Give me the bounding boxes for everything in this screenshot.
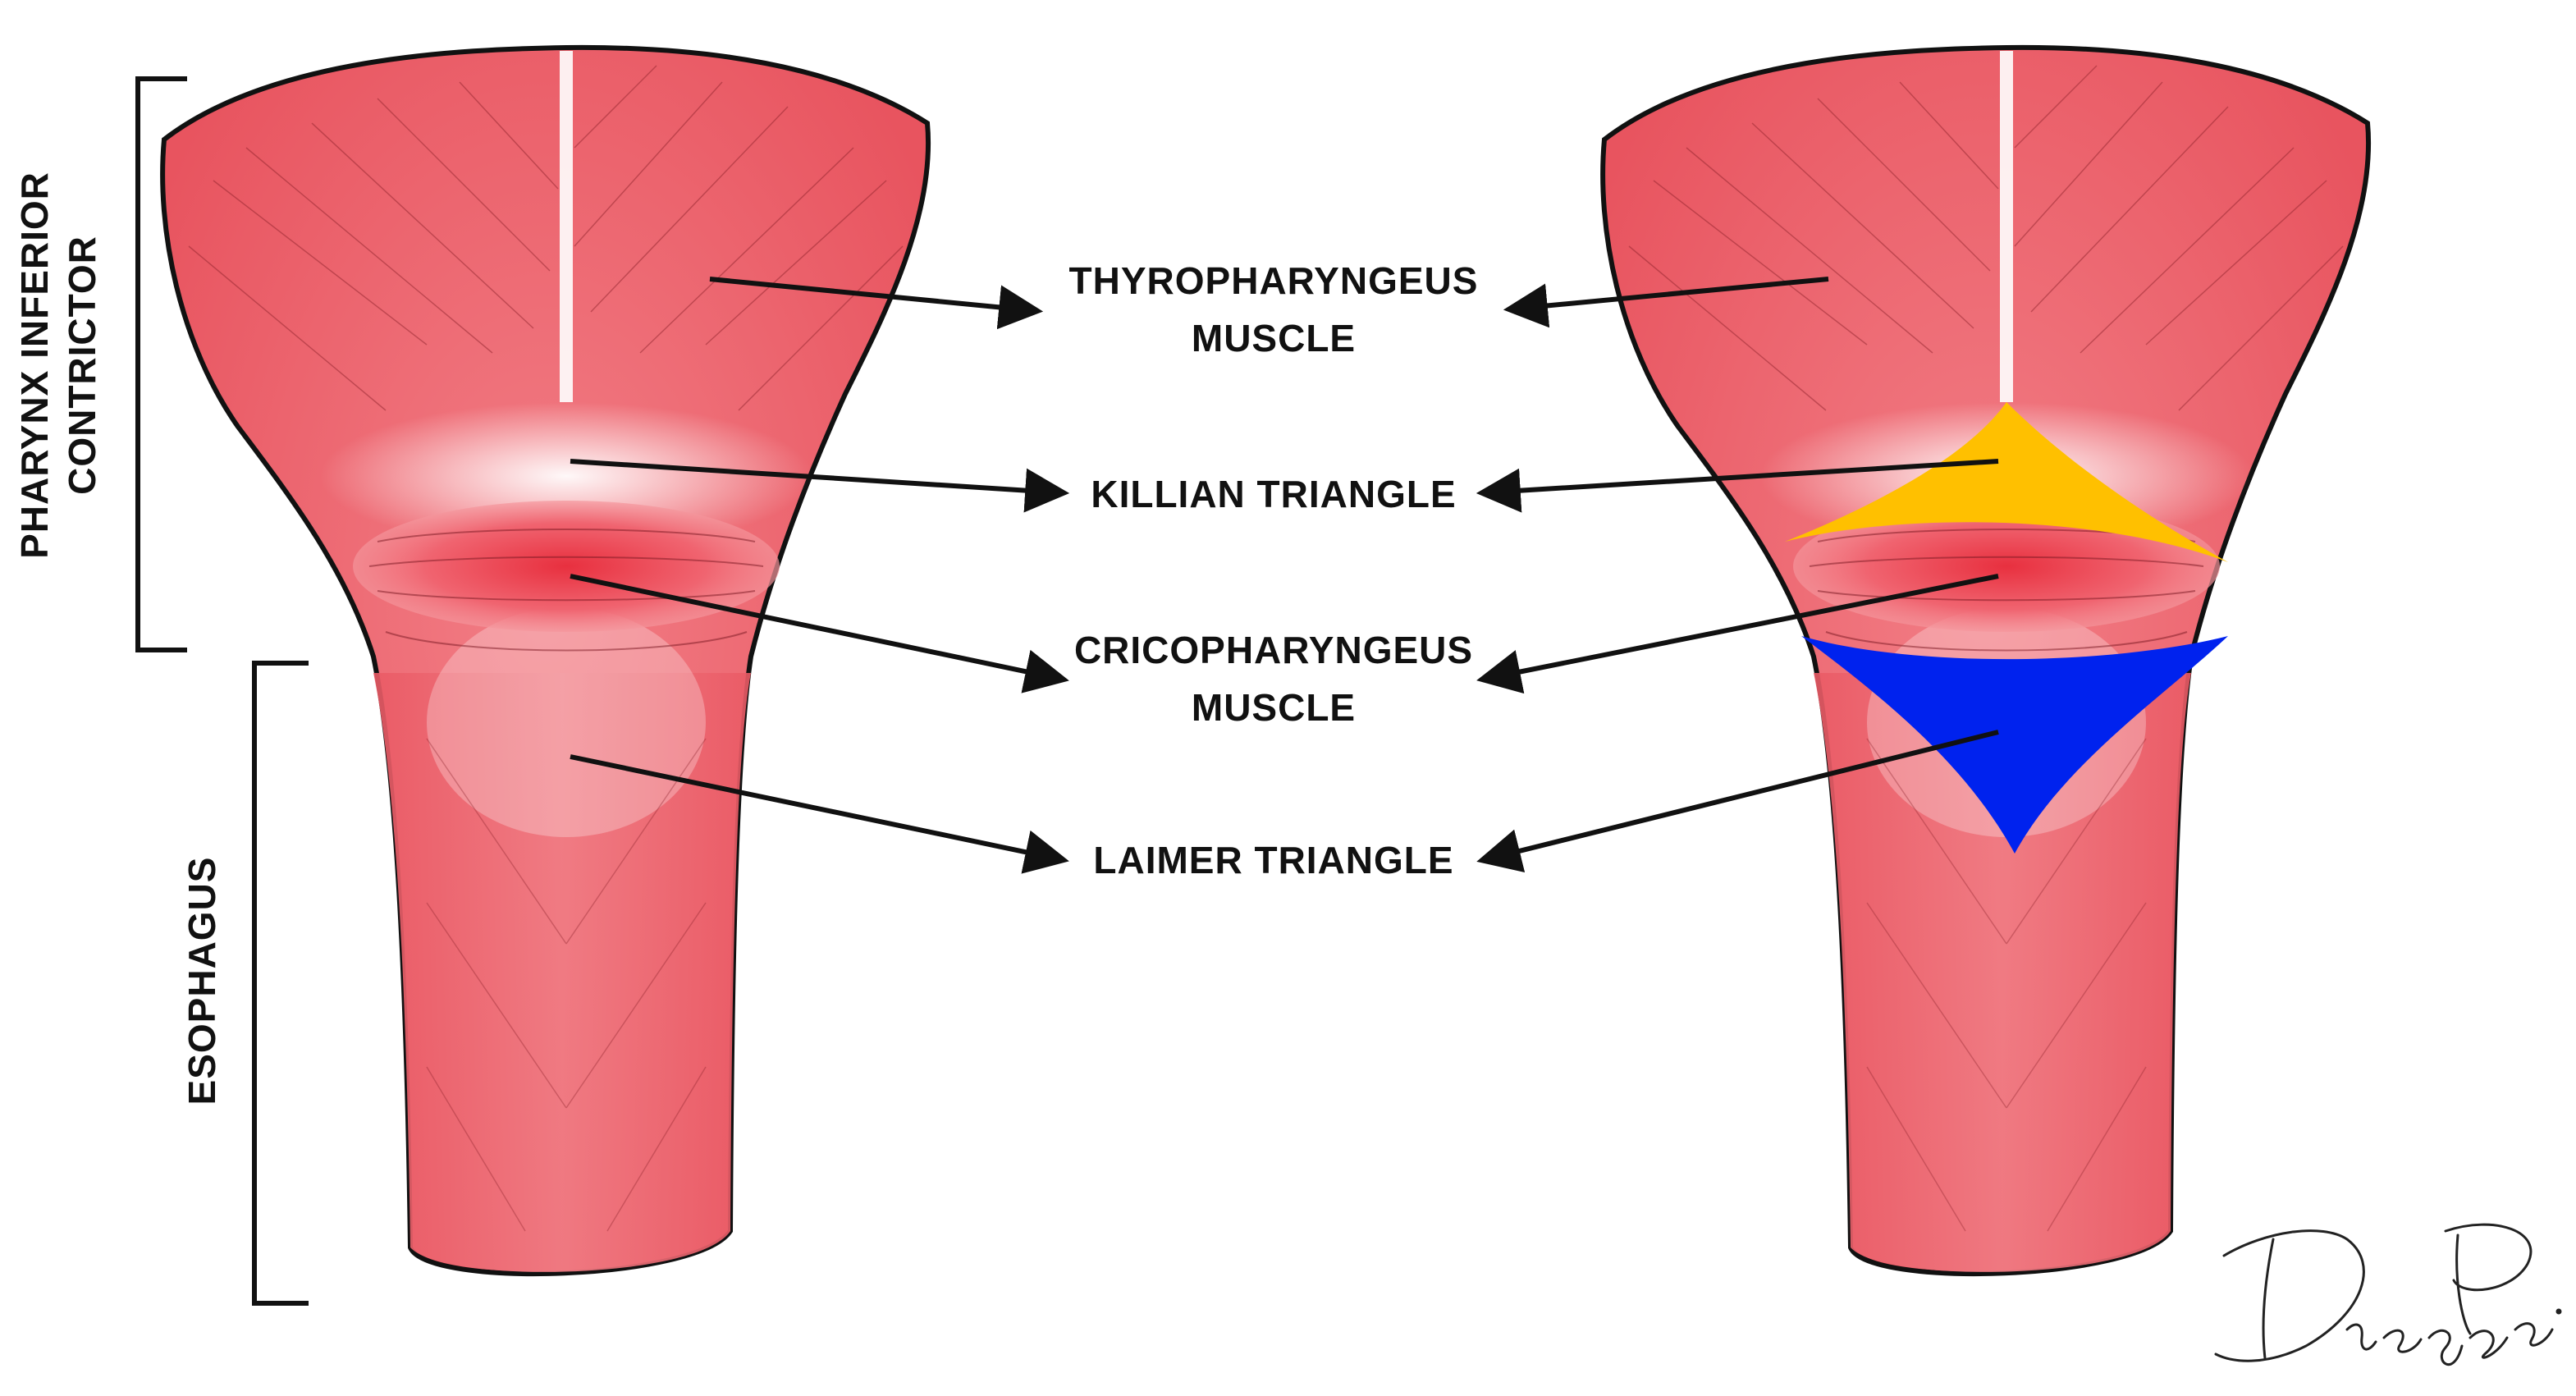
cricopharyngeus-label-line2: MUSCLE — [1192, 686, 1356, 729]
pharynx-label-line2: CONTRICTOR — [61, 236, 103, 495]
cricopharyngeus-label-line1: CRICOPHARYNGEUS — [1074, 629, 1473, 671]
arrow-killian-left — [570, 459, 1070, 513]
laimer-label: LAIMER TRIANGLE — [1093, 839, 1453, 881]
arrow-laimer-left — [570, 754, 1069, 874]
thyropharyngeus-label-line2: MUSCLE — [1192, 317, 1356, 359]
arrow-thyro-left — [709, 277, 1044, 330]
left-specimen — [162, 48, 928, 1274]
esophagus-label: ESOPHAGUS — [181, 857, 223, 1105]
pharynx-bracket — [135, 76, 187, 652]
arrow-laimer-right — [1476, 730, 1999, 873]
thyropharyngeus-label-line1: THYROPHARYNGEUS — [1069, 259, 1479, 302]
esophagus-bracket — [252, 661, 309, 1306]
arrow-killian-right — [1476, 459, 1999, 513]
arrow-crico-right — [1476, 574, 1999, 694]
arrow-thyro-right — [1503, 277, 1829, 328]
killian-label: KILLIAN TRIANGLE — [1091, 473, 1456, 515]
signature — [2214, 1223, 2562, 1366]
right-specimen — [1603, 48, 2368, 1274]
arrow-crico-left — [570, 574, 1069, 693]
killian-triangle-highlight — [1785, 402, 2228, 562]
laimer-triangle-highlight — [1801, 636, 2228, 854]
pharynx-label-line1: PHARYNX INFERIOR — [13, 172, 56, 559]
